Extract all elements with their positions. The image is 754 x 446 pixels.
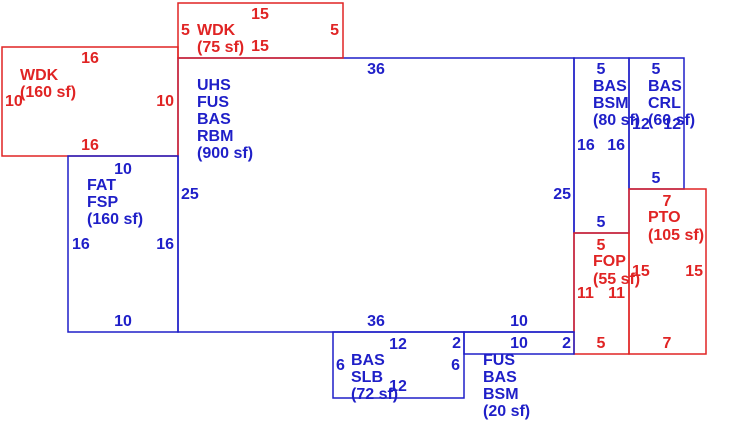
main-dim-left: 25 — [181, 186, 199, 203]
slb-area: (72 sf) — [351, 386, 398, 403]
crl-code-2: CRL — [648, 95, 681, 112]
bsm-dim-bottom: 5 — [597, 214, 606, 231]
slb-dim-right: 6 — [451, 357, 460, 374]
fus-bsm-dim-right: 2 — [562, 335, 571, 352]
main-dim-bottom: 36 — [367, 313, 385, 330]
fus-bsm-dim-top: 10 — [510, 313, 528, 330]
fat-area: (160 sf) — [87, 211, 143, 228]
crl-dim-top: 5 — [652, 61, 661, 78]
main-code-2: FUS — [197, 94, 229, 111]
main-code-4: RBM — [197, 128, 233, 145]
fat-dim-left: 16 — [72, 236, 90, 253]
fat-code-1: FAT — [87, 177, 116, 194]
fop-code: FOP — [593, 253, 626, 270]
fus-bsm-code-2: BAS — [483, 369, 517, 386]
crl-dim-right: 12 — [663, 116, 681, 133]
main-dim-right: 25 — [553, 186, 571, 203]
fus-bsm-area: (20 sf) — [483, 403, 530, 420]
pto-dim-top: 7 — [663, 193, 672, 210]
fus-bsm-outline — [463, 331, 575, 355]
crl-dim-left: 12 — [632, 116, 650, 133]
fus-bsm-code-1: FUS — [483, 352, 515, 369]
main-code-3: BAS — [197, 111, 231, 128]
fat-dim-bottom: 10 — [114, 313, 132, 330]
crl-area: (60 sf) — [648, 112, 695, 129]
fat-code-2: FSP — [87, 194, 118, 211]
wdk-top-dim-bottom: 15 — [251, 38, 269, 55]
wdk-left-area: (160 sf) — [20, 84, 76, 101]
pto-dim-left: 15 — [632, 263, 650, 280]
wdk-left-dim-right: 10 — [156, 93, 174, 110]
crl-code-1: BAS — [648, 78, 682, 95]
wdk-left-dim-top: 16 — [81, 50, 99, 67]
crl-dim-bottom: 5 — [652, 170, 661, 187]
pto-code: PTO — [648, 209, 681, 226]
main-code-1: UHS — [197, 77, 231, 94]
pto-dim-bottom: 7 — [663, 335, 672, 352]
fus-bsm-dim-bottom: 10 — [510, 335, 528, 352]
slb-dim-left: 6 — [336, 357, 345, 374]
wdk-top-dim-right: 5 — [330, 22, 339, 39]
fop-outline — [573, 232, 630, 355]
slb-code-2: SLB — [351, 369, 383, 386]
bsm-dim-top: 5 — [597, 61, 606, 78]
main-area-size: (900 sf) — [197, 145, 253, 162]
bsm-code-2: BSM — [593, 95, 629, 112]
slb-dim-top: 12 — [389, 336, 407, 353]
bsm-code-1: BAS — [593, 78, 627, 95]
wdk-top-code: WDK — [197, 22, 236, 39]
wdk-left-dim-left: 10 — [5, 93, 23, 110]
fat-dim-right: 16 — [156, 236, 174, 253]
pto-dim-right: 15 — [685, 263, 703, 280]
fop-dim-right: 11 — [608, 285, 625, 302]
main-area-outline — [177, 57, 575, 333]
fop-dim-left: 11 — [577, 285, 594, 302]
fop-dim-top: 5 — [597, 237, 606, 254]
wdk-left-code: WDK — [20, 67, 59, 84]
fus-bsm-code-3: BSM — [483, 386, 519, 403]
bsm-dim-right: 16 — [607, 137, 625, 154]
wdk-top-outline — [177, 2, 344, 59]
main-dim-top: 36 — [367, 61, 385, 78]
pto-area: (105 sf) — [648, 227, 704, 244]
wdk-top-dim-left: 5 — [181, 22, 190, 39]
fat-outline — [67, 155, 179, 333]
wdk-top-dim-top: 15 — [251, 6, 269, 23]
slb-code-1: BAS — [351, 352, 385, 369]
slb-dim-bottom: 12 — [389, 378, 407, 395]
fop-dim-bottom: 5 — [597, 335, 606, 352]
fus-bsm-dim-left: 2 — [452, 335, 461, 352]
bsm-dim-left: 16 — [577, 137, 595, 154]
wdk-left-dim-bottom: 16 — [81, 137, 99, 154]
bsm-area: (80 sf) — [593, 112, 640, 129]
wdk-top-area: (75 sf) — [197, 39, 244, 56]
slb-outline — [332, 331, 465, 399]
fop-area: (55 sf) — [593, 271, 640, 288]
fat-dim-top: 10 — [114, 161, 132, 178]
